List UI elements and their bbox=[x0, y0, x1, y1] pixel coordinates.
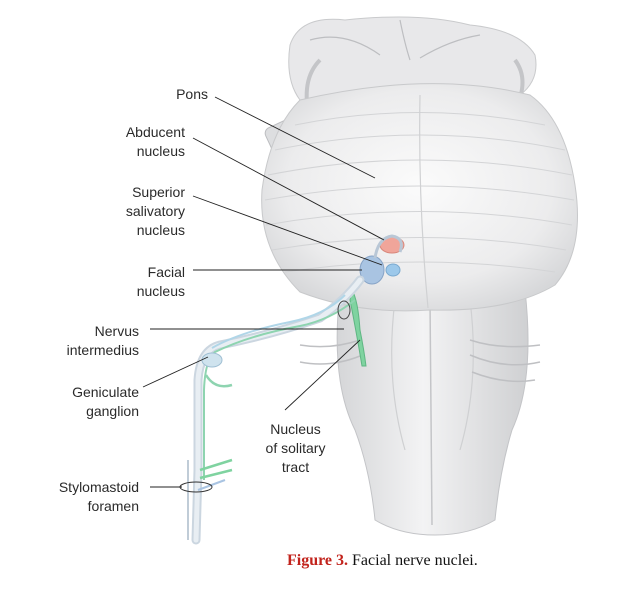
superior-salivatory-nucleus bbox=[385, 263, 401, 277]
label-nervus-intermedius: Nervus intermedius bbox=[66, 323, 139, 358]
label-facial-nucleus: Facial nucleus bbox=[136, 264, 185, 299]
figure-number: Figure 3. bbox=[287, 552, 349, 569]
label-stylomastoid-foramen: Stylomastoid foramen bbox=[58, 479, 139, 514]
label-geniculate-ganglion: Geniculate ganglion bbox=[72, 384, 139, 419]
geniculate-ganglion-shape bbox=[201, 352, 223, 368]
medulla bbox=[336, 289, 529, 536]
pons bbox=[261, 83, 578, 312]
nervus-intermedius-fibers bbox=[203, 299, 356, 480]
leader-lines bbox=[142, 96, 385, 488]
label-superior-salivatory-nucleus: Superior salivatory nucleus bbox=[125, 184, 185, 238]
solitary-tract-nucleus bbox=[349, 288, 367, 367]
figure-caption: Figure 3. Facial nerve nuclei. bbox=[287, 552, 478, 570]
caption-text: Facial nerve nuclei. bbox=[348, 552, 478, 569]
facial-nerve bbox=[191, 275, 365, 545]
label-pons: Pons bbox=[176, 86, 208, 102]
label-nucleus-solitary-tract: Nucleus of solitary tract bbox=[265, 421, 326, 475]
label-abducent-nucleus: Abducent nucleus bbox=[125, 124, 185, 159]
